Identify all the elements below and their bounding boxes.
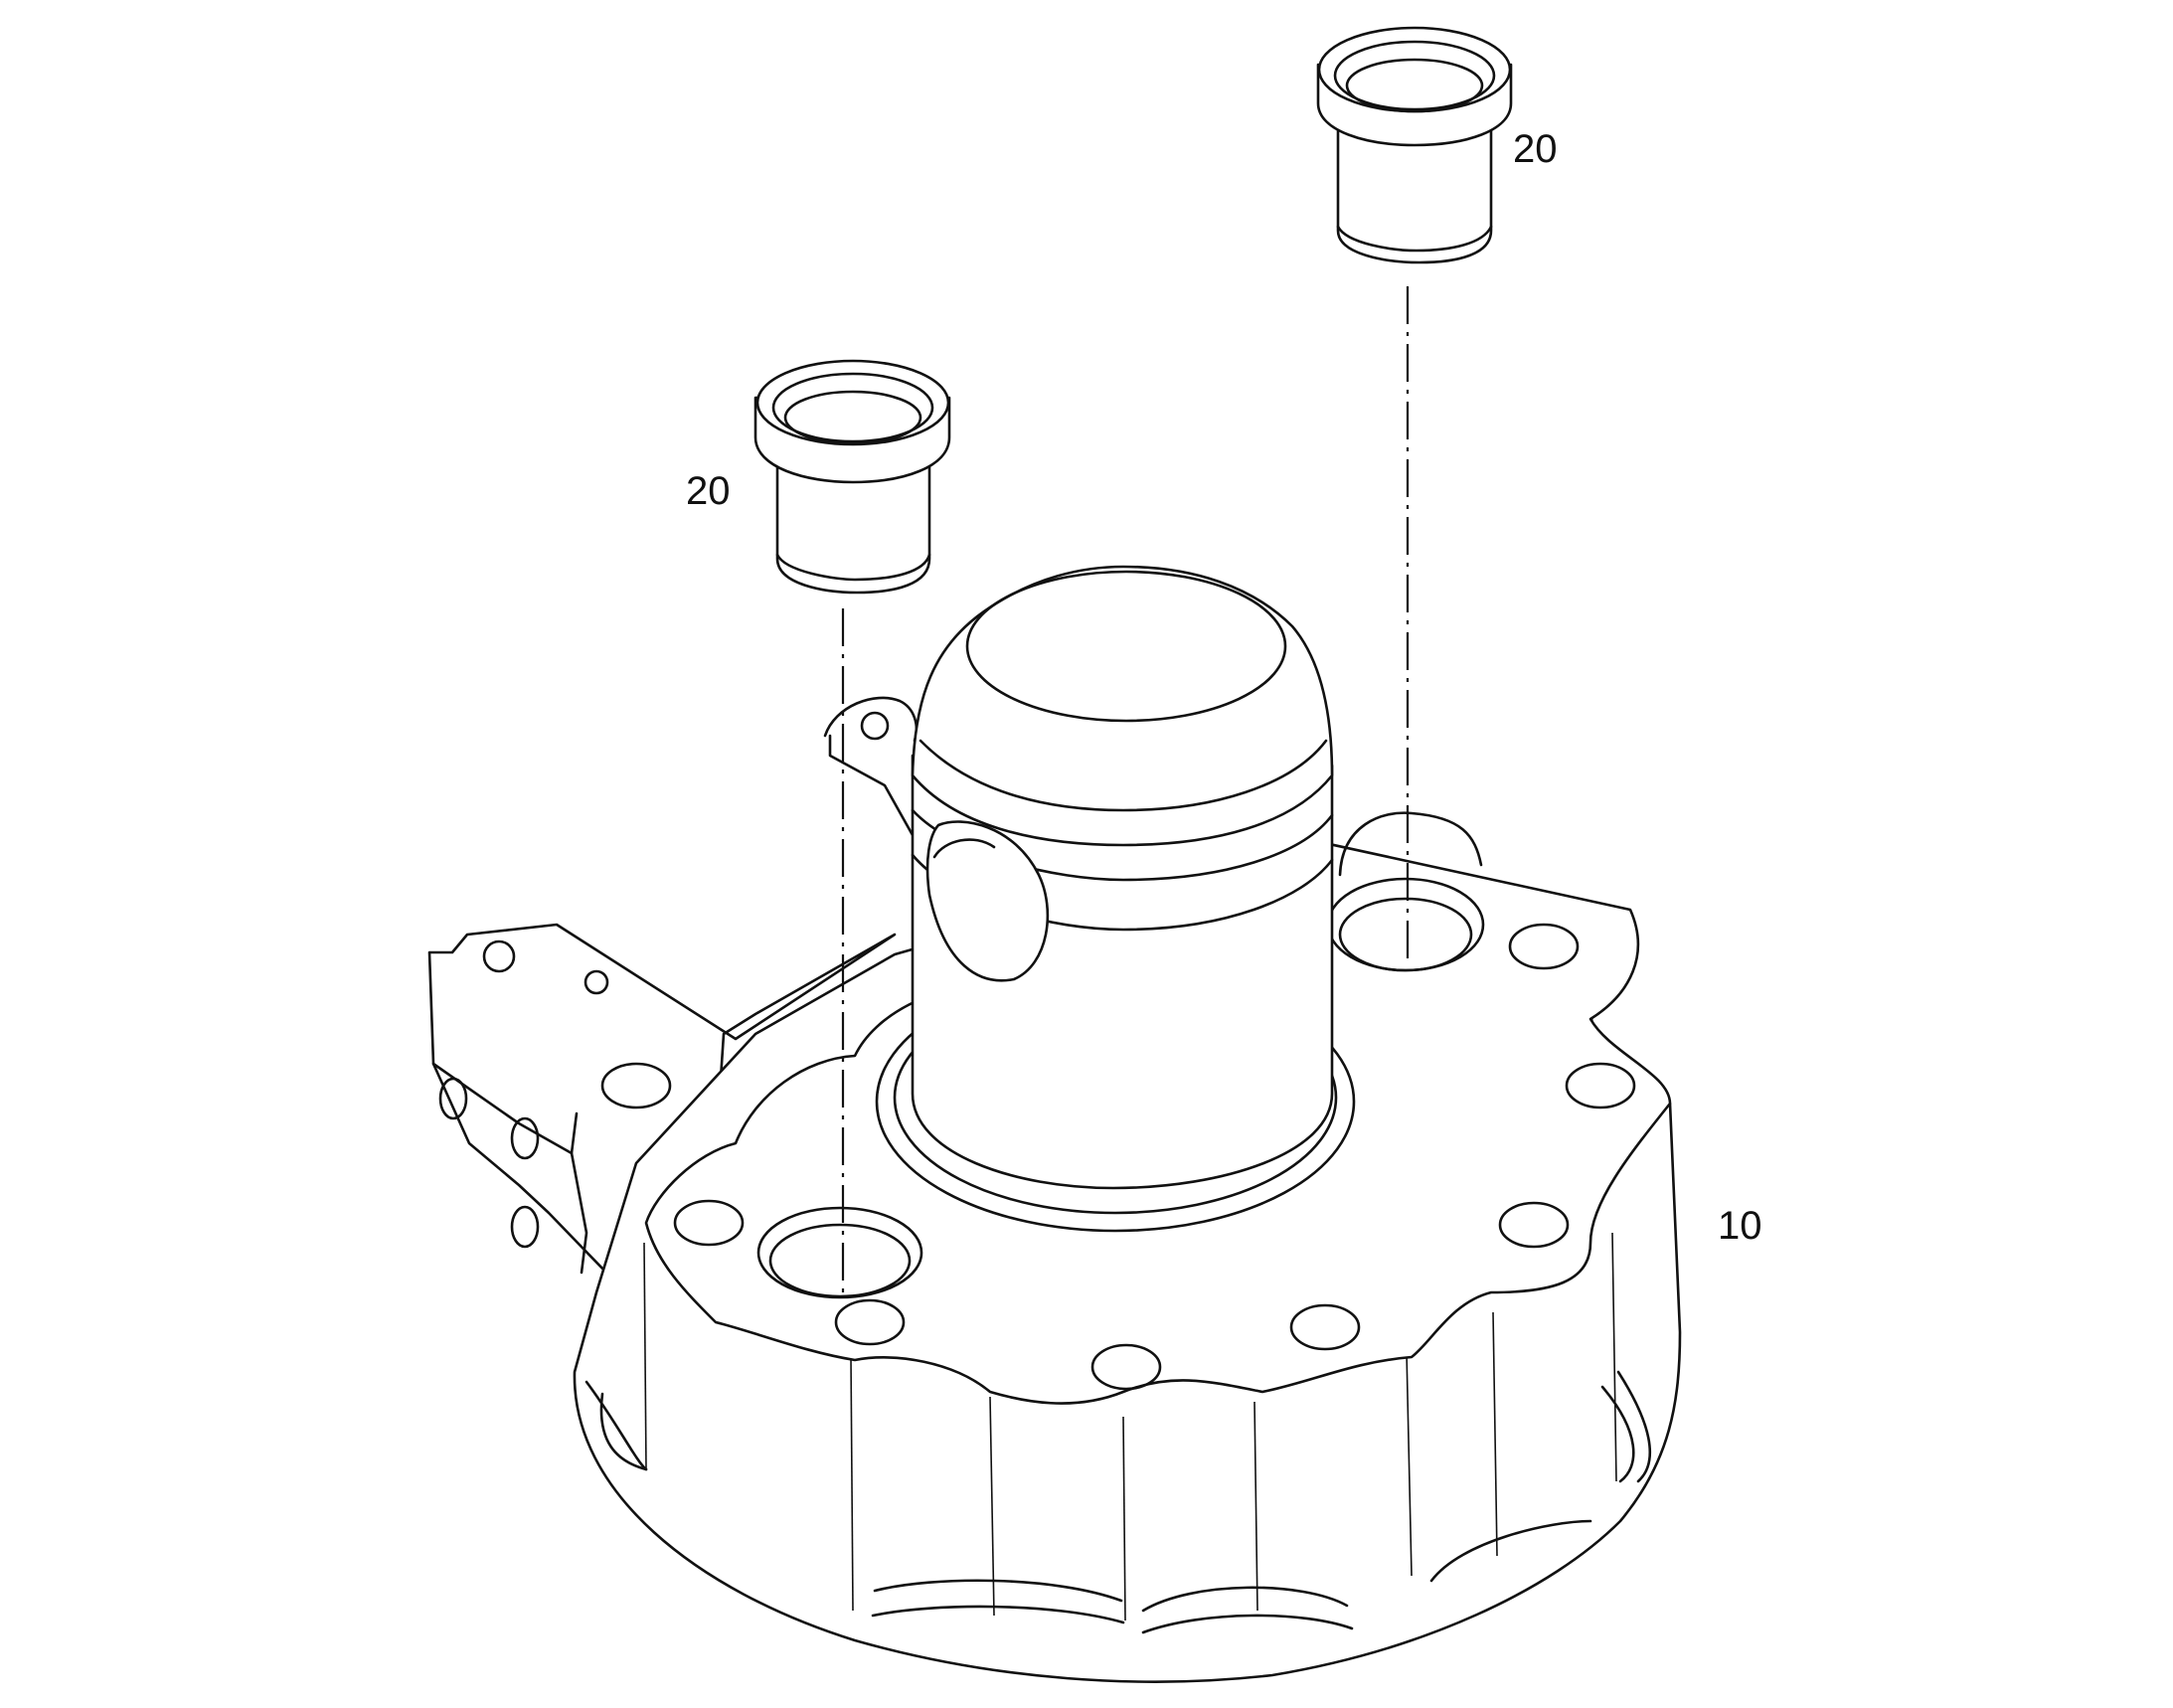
bushing-20-right [1316,26,1513,264]
callout-label: 20 [1513,127,1558,171]
bushing-20-left [753,359,951,595]
housing-tower [875,565,1356,1233]
callout-label: 10 [1718,1204,1762,1248]
callout-label: 20 [686,469,731,513]
